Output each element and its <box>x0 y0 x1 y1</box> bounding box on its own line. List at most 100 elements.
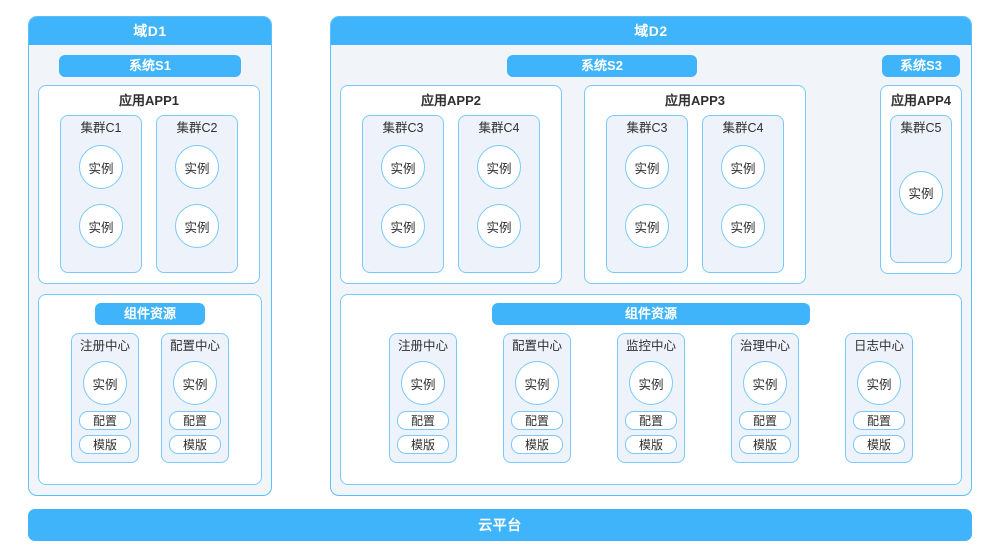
config-chip[interactable]: 配置 <box>511 411 563 430</box>
center-box-log[interactable]: 日志中心 实例 配置 模版 <box>845 333 913 463</box>
clusters-row-app1: 集群C1 实例 实例 集群C2 <box>48 115 250 273</box>
cluster-title-c3: 集群C3 <box>382 121 424 135</box>
instance-node[interactable]: 实例 <box>175 145 219 189</box>
center-title: 注册中心 <box>79 339 130 353</box>
template-chip[interactable]: 模版 <box>853 435 905 454</box>
cluster-title-c3: 集群C3 <box>626 121 668 135</box>
config-chip[interactable]: 配置 <box>625 411 677 430</box>
resources-pill-d2: 组件资源 <box>492 303 810 325</box>
center-chips: 配置 模版 <box>739 411 791 454</box>
cluster-box-c3[interactable]: 集群C3 实例 实例 <box>362 115 444 273</box>
instance-node[interactable]: 实例 <box>401 361 445 405</box>
domains-container: 域D1 系统S1 应用APP1 集群C1 <box>28 16 972 496</box>
instance-node[interactable]: 实例 <box>625 204 669 248</box>
app-box-app1[interactable]: 应用APP1 集群C1 实例 实例 <box>38 85 260 284</box>
system-s2[interactable]: 系统S2 应用APP2 集群C3 实例 实例 <box>340 55 864 284</box>
apps-row-s3: 应用APP4 集群C5 实例 <box>880 85 962 274</box>
config-chip[interactable]: 配置 <box>739 411 791 430</box>
cluster-box-c3[interactable]: 集群C3 实例 实例 <box>606 115 688 273</box>
apps-row-s1: 应用APP1 集群C1 实例 实例 <box>38 85 262 284</box>
cluster-box-c5[interactable]: 集群C5 实例 <box>890 115 952 263</box>
instance-node[interactable]: 实例 <box>743 361 787 405</box>
app-title-app1: 应用APP1 <box>119 93 179 108</box>
system-s1[interactable]: 系统S1 应用APP1 集群C1 实例 实例 <box>38 55 262 284</box>
instance-node[interactable]: 实例 <box>857 361 901 405</box>
cluster-title-c5: 集群C5 <box>900 121 942 135</box>
cluster-box-c2[interactable]: 集群C2 实例 实例 <box>156 115 238 273</box>
center-box-registry[interactable]: 注册中心 实例 配置 模版 <box>71 333 139 463</box>
instance-node[interactable]: 实例 <box>173 361 217 405</box>
domain-body-d2: 系统S2 应用APP2 集群C3 实例 实例 <box>331 45 971 495</box>
resources-box-d2[interactable]: 组件资源 注册中心 实例 配置 模版 配置中心 实例 <box>340 294 962 485</box>
center-title: 日志中心 <box>853 339 904 353</box>
instances-c4: 实例 实例 <box>721 145 765 248</box>
app-title-app4: 应用APP4 <box>891 93 951 108</box>
app-title-app2: 应用APP2 <box>421 93 481 108</box>
center-box-registry[interactable]: 注册中心 实例 配置 模版 <box>389 333 457 463</box>
instance-node[interactable]: 实例 <box>79 204 123 248</box>
instance-node[interactable]: 实例 <box>381 204 425 248</box>
cluster-title-c4: 集群C4 <box>722 121 764 135</box>
systems-row-d2: 系统S2 应用APP2 集群C3 实例 实例 <box>340 55 962 284</box>
cluster-title-c1: 集群C1 <box>80 121 122 135</box>
domain-header-d2: 域D2 <box>331 17 971 45</box>
center-title: 配置中心 <box>511 339 562 353</box>
center-box-monitor[interactable]: 监控中心 实例 配置 模版 <box>617 333 685 463</box>
config-chip[interactable]: 配置 <box>397 411 449 430</box>
instance-node[interactable]: 实例 <box>175 204 219 248</box>
instance-node[interactable]: 实例 <box>515 361 559 405</box>
domain-panel-d2[interactable]: 域D2 系统S2 应用APP2 集群C3 <box>330 16 972 496</box>
instance-node[interactable]: 实例 <box>477 145 521 189</box>
resources-pill-d1: 组件资源 <box>95 303 205 325</box>
app-box-app2[interactable]: 应用APP2 集群C3 实例 实例 <box>340 85 562 284</box>
instance-node[interactable]: 实例 <box>83 361 127 405</box>
center-title: 配置中心 <box>169 339 220 353</box>
cluster-title-c2: 集群C2 <box>176 121 218 135</box>
system-s3[interactable]: 系统S3 应用APP4 集群C5 实例 <box>880 55 962 284</box>
center-box-governance[interactable]: 治理中心 实例 配置 模版 <box>731 333 799 463</box>
instance-node[interactable]: 实例 <box>625 145 669 189</box>
instance-node[interactable]: 实例 <box>721 145 765 189</box>
cluster-box-c4[interactable]: 集群C4 实例 实例 <box>458 115 540 273</box>
app-box-app4[interactable]: 应用APP4 集群C5 实例 <box>880 85 962 274</box>
template-chip[interactable]: 模版 <box>625 435 677 454</box>
center-chips: 配置 模版 <box>397 411 449 454</box>
systems-row-d1: 系统S1 应用APP1 集群C1 实例 实例 <box>38 55 262 284</box>
config-chip[interactable]: 配置 <box>169 411 221 430</box>
center-title: 注册中心 <box>397 339 448 353</box>
instance-node[interactable]: 实例 <box>477 204 521 248</box>
system-pill-s2: 系统S2 <box>507 55 697 77</box>
app-title-app3: 应用APP3 <box>665 93 725 108</box>
app-box-app3[interactable]: 应用APP3 集群C3 实例 实例 <box>584 85 806 284</box>
center-title: 监控中心 <box>625 339 676 353</box>
instance-node[interactable]: 实例 <box>381 145 425 189</box>
config-chip[interactable]: 配置 <box>853 411 905 430</box>
template-chip[interactable]: 模版 <box>79 435 131 454</box>
template-chip[interactable]: 模版 <box>397 435 449 454</box>
centers-row-d1: 注册中心 实例 配置 模版 配置中心 实例 配置 <box>49 333 251 463</box>
center-box-config[interactable]: 配置中心 实例 配置 模版 <box>503 333 571 463</box>
instance-node[interactable]: 实例 <box>899 170 943 215</box>
template-chip[interactable]: 模版 <box>739 435 791 454</box>
cloud-platform-bar[interactable]: 云平台 <box>28 509 972 541</box>
instance-node[interactable]: 实例 <box>721 204 765 248</box>
center-chips: 配置 模版 <box>79 411 131 454</box>
center-chips: 配置 模版 <box>169 411 221 454</box>
instances-c1: 实例 实例 <box>79 145 123 248</box>
instances-c4: 实例 实例 <box>477 145 521 248</box>
template-chip[interactable]: 模版 <box>169 435 221 454</box>
resources-box-d1[interactable]: 组件资源 注册中心 实例 配置 模版 配置中心 实例 <box>38 294 262 485</box>
center-box-config[interactable]: 配置中心 实例 配置 模版 <box>161 333 229 463</box>
instance-node[interactable]: 实例 <box>629 361 673 405</box>
cluster-box-c1[interactable]: 集群C1 实例 实例 <box>60 115 142 273</box>
cluster-box-c4[interactable]: 集群C4 实例 实例 <box>702 115 784 273</box>
template-chip[interactable]: 模版 <box>511 435 563 454</box>
cluster-title-c4: 集群C4 <box>478 121 520 135</box>
instances-c5: 实例 <box>899 145 943 254</box>
system-pill-s3: 系统S3 <box>882 55 960 77</box>
instance-node[interactable]: 实例 <box>79 145 123 189</box>
clusters-row-app4: 集群C5 实例 <box>890 115 952 263</box>
domain-panel-d1[interactable]: 域D1 系统S1 应用APP1 集群C1 <box>28 16 272 496</box>
config-chip[interactable]: 配置 <box>79 411 131 430</box>
